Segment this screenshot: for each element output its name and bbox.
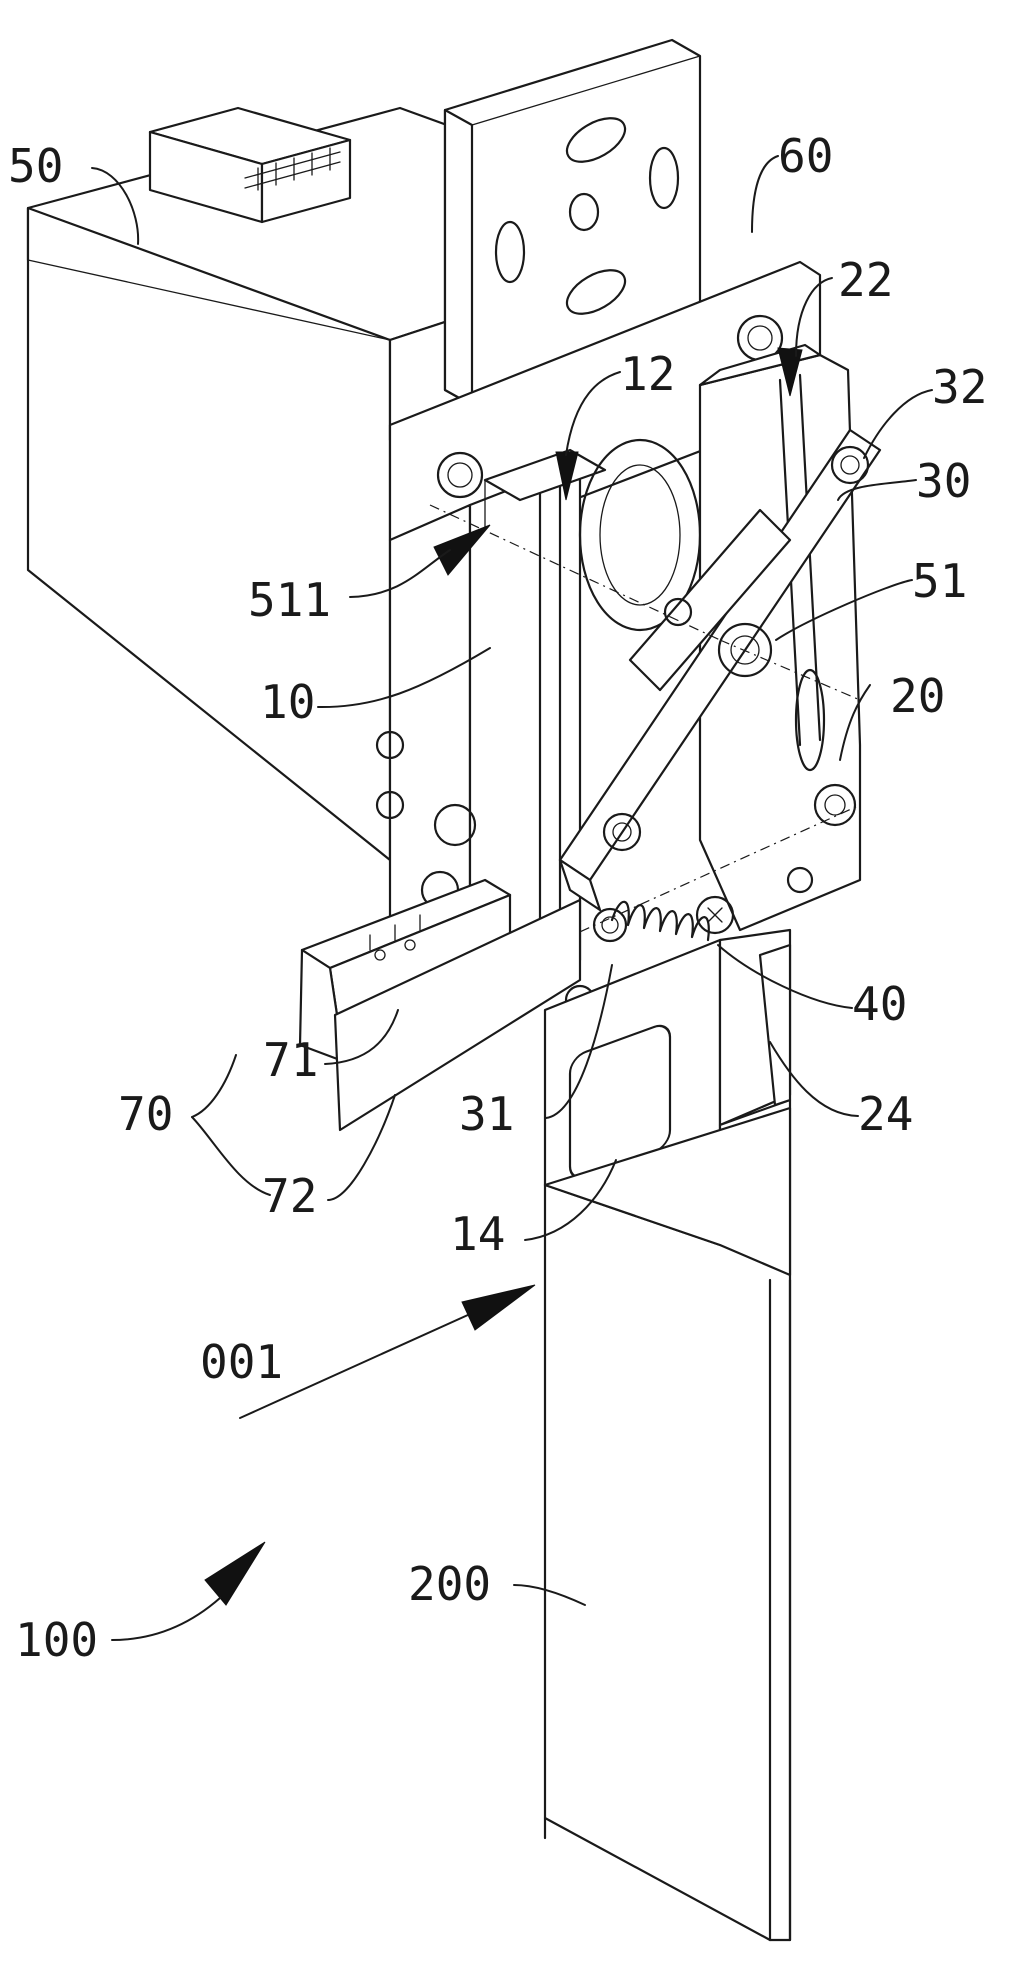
label-40: 40 bbox=[852, 977, 907, 1031]
label-100: 100 bbox=[15, 1613, 98, 1667]
label-31: 31 bbox=[459, 1087, 514, 1141]
label-32: 32 bbox=[932, 360, 987, 414]
label-70: 70 bbox=[118, 1087, 173, 1141]
arrow-100 bbox=[204, 1541, 266, 1606]
label-30: 30 bbox=[916, 454, 971, 508]
center-lines bbox=[429, 504, 861, 951]
arrow-511 bbox=[433, 524, 491, 576]
connector-block bbox=[148, 106, 352, 224]
label-20: 20 bbox=[890, 669, 945, 723]
direction-arrow-001 bbox=[239, 1284, 536, 1419]
leader-lines bbox=[91, 155, 933, 1641]
label-10: 10 bbox=[260, 675, 315, 729]
label-50: 50 bbox=[8, 139, 63, 193]
reference-labels: 50 60 22 12 32 30 511 51 10 20 40 71 70 … bbox=[8, 129, 987, 1667]
label-200: 200 bbox=[408, 1557, 491, 1611]
label-22: 22 bbox=[838, 253, 893, 307]
label-14: 14 bbox=[450, 1207, 505, 1261]
label-60: 60 bbox=[778, 129, 833, 183]
label-001: 001 bbox=[200, 1335, 283, 1389]
card-200 bbox=[543, 943, 792, 1942]
label-72: 72 bbox=[262, 1169, 317, 1223]
label-71: 71 bbox=[263, 1033, 318, 1087]
label-24: 24 bbox=[858, 1087, 913, 1141]
lever-30 bbox=[558, 428, 882, 912]
label-51: 51 bbox=[912, 554, 967, 608]
spring-40 bbox=[592, 895, 735, 943]
sensor-assembly-70 bbox=[298, 878, 582, 1132]
arrow-22 bbox=[777, 347, 803, 397]
label-511: 511 bbox=[248, 573, 331, 627]
label-12: 12 bbox=[620, 347, 675, 401]
